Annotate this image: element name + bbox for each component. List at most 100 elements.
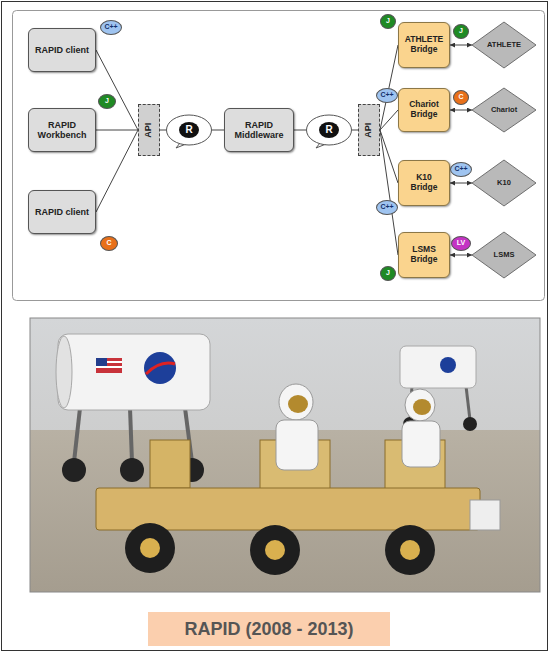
node-label: Chariot [491,106,517,115]
diagram-panel [13,11,545,301]
rover-wheel [385,525,435,575]
protocol-disc [319,122,339,138]
connector [450,45,472,46]
connector [96,130,138,131]
node-label: C++ [380,203,393,211]
node-label: Chariot Bridge [402,100,446,120]
photo-sky [30,318,540,592]
wheel-hub [140,538,160,558]
nasa-logo [440,357,456,373]
language-badge: C++ [100,20,122,35]
language-badge: C [453,90,469,105]
habitat-body [58,334,210,410]
node-label: C++ [104,23,117,31]
diamond-shape [472,88,536,132]
node-label: RAPID Workbench [32,120,92,141]
flag [96,358,122,373]
connector [96,130,138,212]
diamond-shape [472,22,536,68]
node-label: API [364,122,374,137]
connector [294,130,306,131]
language-badge: J [453,24,469,39]
caption-text: RAPID (2008 - 2013) [184,619,353,640]
node-label: J [386,17,390,25]
node-label: LSMS [494,251,515,260]
process-box: RAPID client [28,28,96,72]
rover-bumper [470,500,500,530]
nasa-logo [144,352,176,384]
node-label: RAPID Middleware [228,120,290,141]
astronaut-helmet [279,384,313,420]
node-label: RAPID client [35,45,89,55]
node-label: R [325,124,332,136]
robot-diamond: ATHLETE [472,22,536,68]
astronaut-suit [276,420,318,470]
astronaut-suit [402,421,440,467]
habitat-leg [130,408,132,462]
node-label: C++ [454,165,467,173]
bridge-box: LSMS Bridge [398,232,450,278]
wheel-hub [400,540,420,560]
habitat-wheel [463,417,477,431]
astronaut-helmet [405,389,435,421]
node-label: K10 [497,179,511,188]
node-label: ATHLETE Bridge [402,35,446,55]
node-label: C [106,239,111,247]
flag-canton [96,358,107,366]
process-box: RAPID client [28,190,96,234]
connector [380,110,398,130]
node-label: LV [457,239,465,247]
wheel-hub [265,540,285,560]
bridge-box: K10 Bridge [398,160,450,206]
node-label: API [144,122,154,137]
node-label: LSMS Bridge [402,245,446,265]
node-label: ATHLETE [487,41,521,50]
protocol-bubble: R [306,112,352,148]
process-box: RAPID Workbench [28,108,96,152]
connector [450,183,472,184]
nasa-swoosh [146,363,175,374]
process-box: RAPID Middleware [224,108,294,152]
connector [450,110,472,111]
api-box: API [358,104,380,156]
language-badge: C++ [450,162,472,177]
flag-stripe [96,366,122,368]
node-label: C [458,93,463,101]
caption-box: RAPID (2008 - 2013) [148,612,390,646]
bridge-box: Chariot Bridge [398,88,450,132]
node-label: R [185,124,192,136]
astronaut-visor [413,399,431,415]
node-label: J [386,269,390,277]
node-label: K10 Bridge [402,173,446,193]
connector [450,255,472,256]
connector [212,130,224,131]
habitat-end-cap [56,336,72,408]
robot-diamond: LSMS [472,232,536,278]
rover-mast [150,440,190,488]
bridge-box: ATHLETE Bridge [398,22,450,68]
language-badge: C++ [376,88,398,103]
habitat-wheel [62,458,86,482]
habitat-leg [466,386,470,420]
photo-border [30,318,540,592]
protocol-disc [179,122,199,138]
robot-diamond: K10 [472,160,536,206]
rover-wheel [250,525,300,575]
node-label: J [105,97,109,105]
robot-diamond: Chariot [472,88,536,132]
bubble-body [167,115,212,145]
language-badge: C++ [376,200,398,215]
language-badge: C [100,236,118,251]
language-badge: J [380,266,396,281]
diamond-shape [472,232,536,278]
diamond-shape [472,160,536,206]
rover-wheel [125,523,175,573]
connector [96,50,138,130]
habitat-leg [74,408,80,462]
api-box: API [138,104,160,156]
node-label: C++ [380,91,393,99]
connector [380,130,398,183]
bubble-body [307,115,352,145]
